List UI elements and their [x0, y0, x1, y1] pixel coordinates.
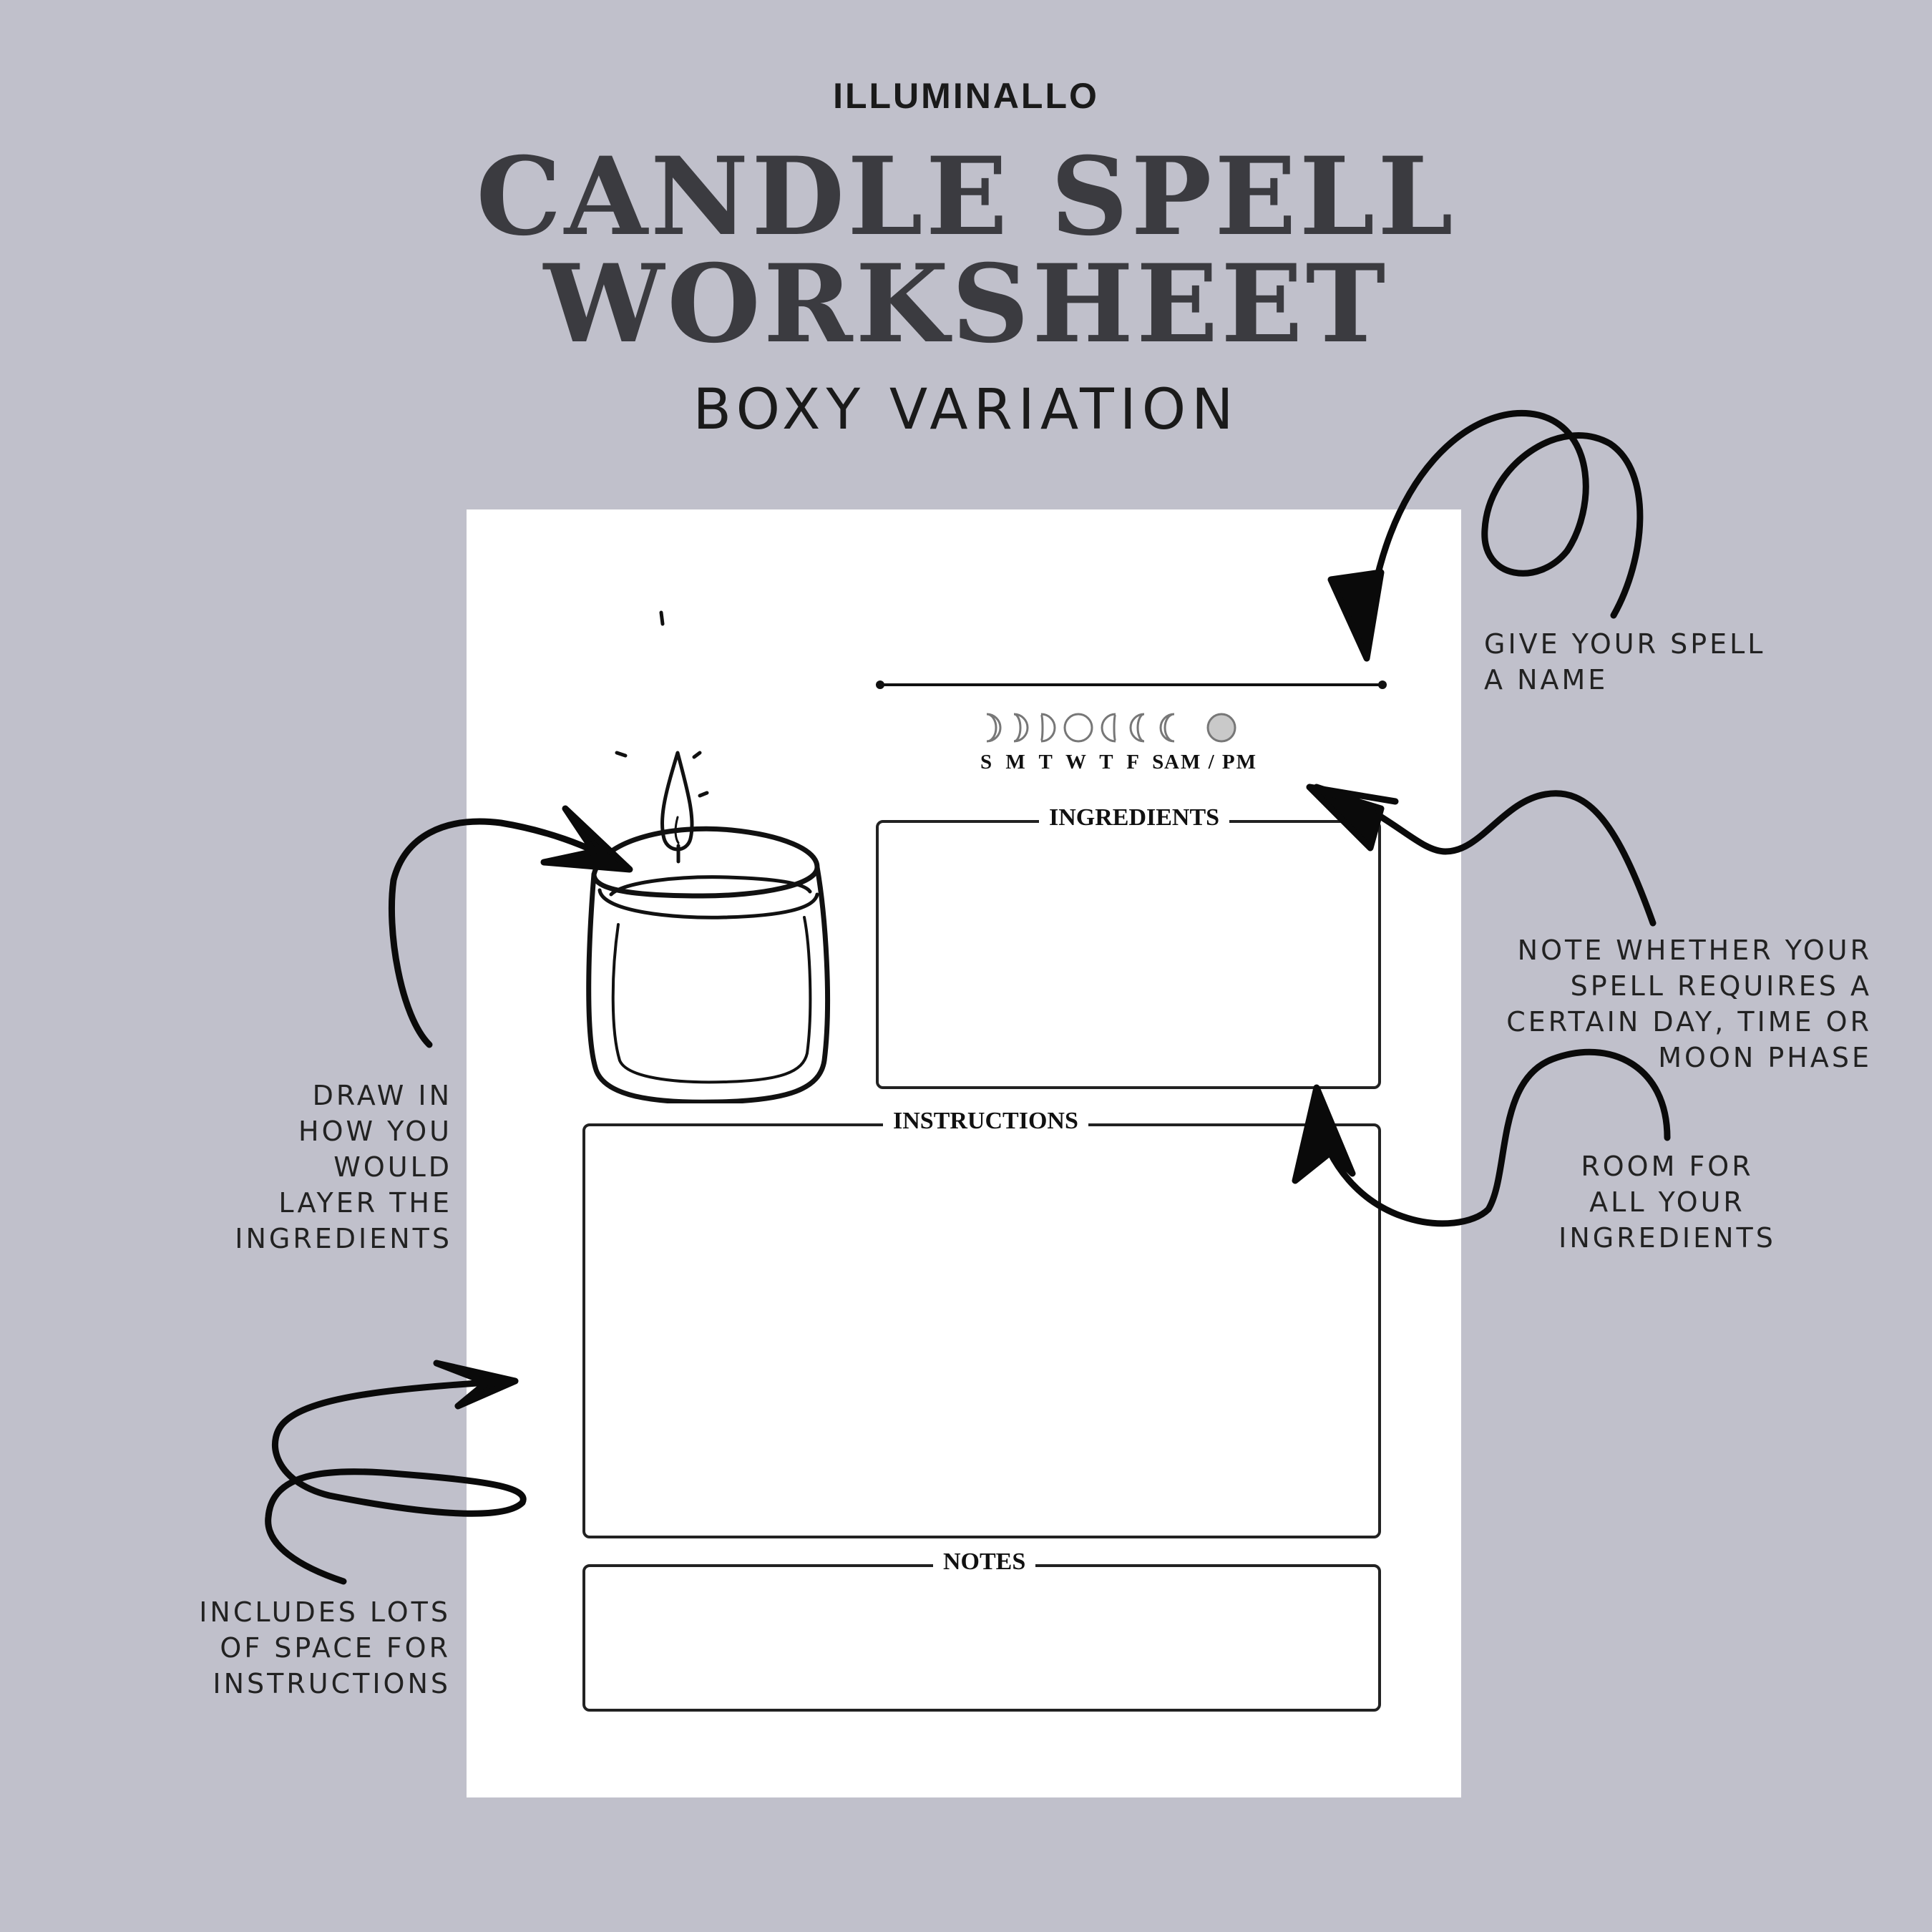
arrow-draw-head-icon	[540, 805, 633, 873]
worksheet-page: S M T W T F S AM / PM INGREDIENTS INSTRU…	[467, 509, 1461, 1797]
arrow-day-time-head-icon	[1306, 784, 1399, 852]
arrow-spell-name-head-icon	[1327, 569, 1385, 662]
subtitle: BOXY VARIATION	[693, 378, 1239, 442]
arrow-draw-icon	[388, 818, 626, 1048]
instructions-label: INSTRUCTIONS	[883, 1108, 1088, 1135]
ampm-selector[interactable]: AM / PM	[1164, 751, 1257, 774]
arrow-room-head-icon	[1292, 1084, 1356, 1184]
weekday-selector[interactable]: S M T W T F S	[980, 751, 1169, 774]
moon-phases-icon	[986, 713, 1236, 743]
spell-name-line[interactable]	[874, 674, 1390, 696]
annotation-spell-name: GIVE YOUR SPELL A NAME	[1484, 628, 1766, 696]
brand-name: ILLUMINALLO	[833, 76, 1099, 116]
title-line-1: CANDLE SPELL	[476, 134, 1456, 260]
title-line-2: WORKSHEET	[543, 241, 1389, 367]
arrow-space-icon	[265, 1377, 527, 1585]
arrow-space-head-icon	[433, 1360, 519, 1410]
annotation-room: ROOM FOR ALL YOUR INGREDIENTS	[1558, 1151, 1776, 1254]
annotation-day-time: NOTE WHETHER YOUR SPELL REQUIRES A CERTA…	[1506, 935, 1872, 1073]
notes-label: NOTES	[933, 1548, 1036, 1576]
arrow-room-icon	[1313, 1048, 1671, 1227]
arrow-day-time-icon	[1313, 784, 1657, 927]
annotation-draw: DRAW IN HOW YOU WOULD LAYER THE INGREDIE…	[235, 1080, 452, 1254]
arrow-spell-name-icon	[1363, 410, 1644, 648]
annotation-space: INCLUDES LOTS OF SPACE FOR INSTRUCTIONS	[199, 1596, 451, 1699]
ingredients-label: INGREDIENTS	[1039, 804, 1230, 831]
candle-jar-icon	[586, 610, 831, 1103]
